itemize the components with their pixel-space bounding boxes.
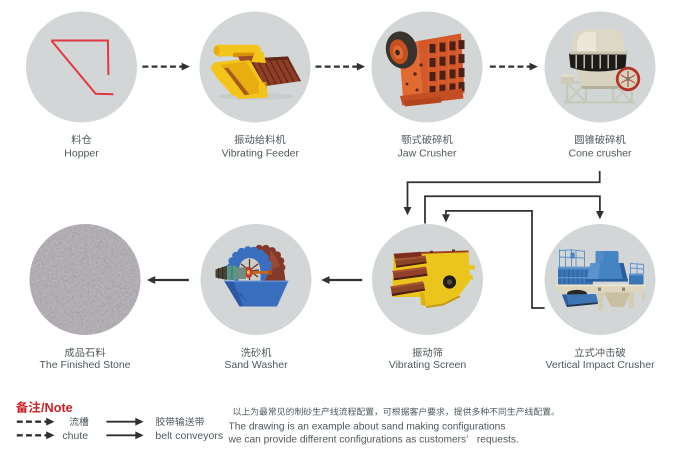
svg-text:The Finished Stone: The Finished Stone [39, 359, 130, 371]
svg-text:Jaw Crusher: Jaw Crusher [398, 147, 457, 159]
svg-text:Vibrating Screen: Vibrating Screen [389, 359, 467, 371]
svg-text:/Note: /Note [41, 401, 73, 415]
svg-text:Cone crusher: Cone crusher [568, 147, 632, 159]
svg-text:Sand Washer: Sand Washer [224, 359, 288, 371]
svg-text:we can provide different confi: we can provide different configurations … [228, 434, 519, 445]
svg-text:chute: chute [62, 430, 88, 442]
svg-text:belt conveyors: belt conveyors [155, 430, 223, 442]
svg-text:Vibrating Feeder: Vibrating Feeder [222, 147, 300, 159]
svg-text:The drawing is an example abou: The drawing is an example about sand mak… [229, 421, 506, 432]
svg-text:Hopper: Hopper [64, 147, 99, 159]
svg-text:Vertical Impact Crusher: Vertical Impact Crusher [545, 359, 655, 371]
